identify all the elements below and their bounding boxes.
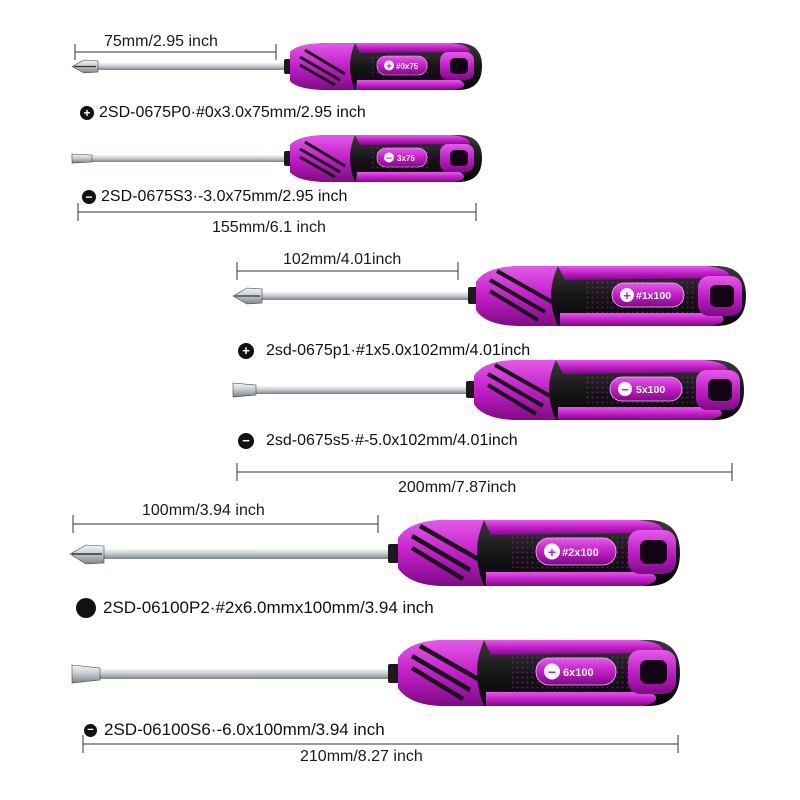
dimension-line-102mm (236, 262, 459, 280)
screwdriver-phillips-1x100 (232, 266, 746, 326)
handle-label: #1x100 (636, 290, 671, 302)
handle-symbol: + (386, 62, 392, 73)
dimension-label-155mm: 155mm/6.1 inch (212, 219, 326, 236)
spec-label-p2: 2SD-06100P2·#2x6.0mmx100mm/3.94 inch (76, 598, 434, 618)
dimension-line-75mm (74, 44, 277, 60)
handle-label: #0x75 (396, 62, 419, 71)
screwdriver-phillips-0x75 (71, 43, 482, 90)
spec-text: 2SD-06100P2·#2x6.0mmx100mm/3.94 inch (103, 598, 434, 617)
handle-symbol: − (386, 154, 392, 165)
dimension-label-210mm: 210mm/8.27 inch (300, 748, 423, 765)
handle-symbol: + (548, 544, 556, 560)
phillips-symbol-icon: + (80, 106, 94, 120)
handle-label: 5x100 (636, 384, 665, 396)
spec-text: 2sd-0675p1·#1x5.0x102mm/4.01inch (266, 342, 531, 359)
handle-label: #2x100 (562, 547, 599, 559)
handle-symbol: − (621, 382, 629, 397)
spec-text: 2sd-0675s5·#-5.0x102mm/4.01inch (266, 432, 518, 449)
dimension-line-210mm (82, 735, 679, 753)
dimension-label-75mm: 75mm/2.95 inch (104, 33, 218, 50)
dimension-label-200mm: 200mm/7.87inch (398, 479, 517, 496)
screwdriver-slotted-3x75 (71, 135, 482, 182)
spec-label-p0: + 2SD-0675P0·#0x3.0x75mm/2.95 inch (80, 104, 366, 122)
slotted-symbol-icon: − (84, 723, 97, 737)
spec-text: 2SD-06100S6·-6.0x100mm/3.94 inch (104, 720, 385, 739)
spec-label-s6: − 2SD-06100S6·-6.0x100mm/3.94 inch (84, 720, 385, 740)
handle-symbol: + (623, 288, 631, 303)
screwdriver-phillips-2x100 (69, 520, 680, 586)
slotted-symbol-icon: − (82, 190, 96, 204)
spec-label-s3: − 2SD-0675S3·-3.0x75mm/2.95 inch (82, 188, 347, 206)
screwdriver-slotted-6x100 (71, 640, 680, 706)
handle-symbol: − (548, 664, 556, 680)
handle-label: 6x100 (563, 667, 594, 679)
spec-label-p1: + 2sd-0675p1·#1x5.0x102mm/4.01inch (238, 342, 530, 360)
spec-label-s5: − 2sd-0675s5·#-5.0x102mm/4.01inch (238, 432, 518, 450)
handle-label: 3x75 (397, 154, 415, 163)
dimension-label-100mm: 100mm/3.94 inch (142, 502, 265, 519)
spec-text: 2SD-0675P0·#0x3.0x75mm/2.95 inch (99, 104, 366, 121)
slotted-symbol-icon: − (238, 433, 254, 449)
bullet-icon (76, 598, 96, 618)
dimension-line-100mm (72, 515, 379, 533)
dimension-label-102mm: 102mm/4.01inch (283, 251, 402, 268)
dimension-line-155mm (77, 203, 477, 221)
dimension-line-200mm (236, 463, 733, 481)
spec-text: 2SD-0675S3·-3.0x75mm/2.95 inch (101, 188, 348, 205)
phillips-symbol-icon: + (238, 343, 254, 359)
screwdriver-slotted-5x100 (232, 360, 744, 420)
